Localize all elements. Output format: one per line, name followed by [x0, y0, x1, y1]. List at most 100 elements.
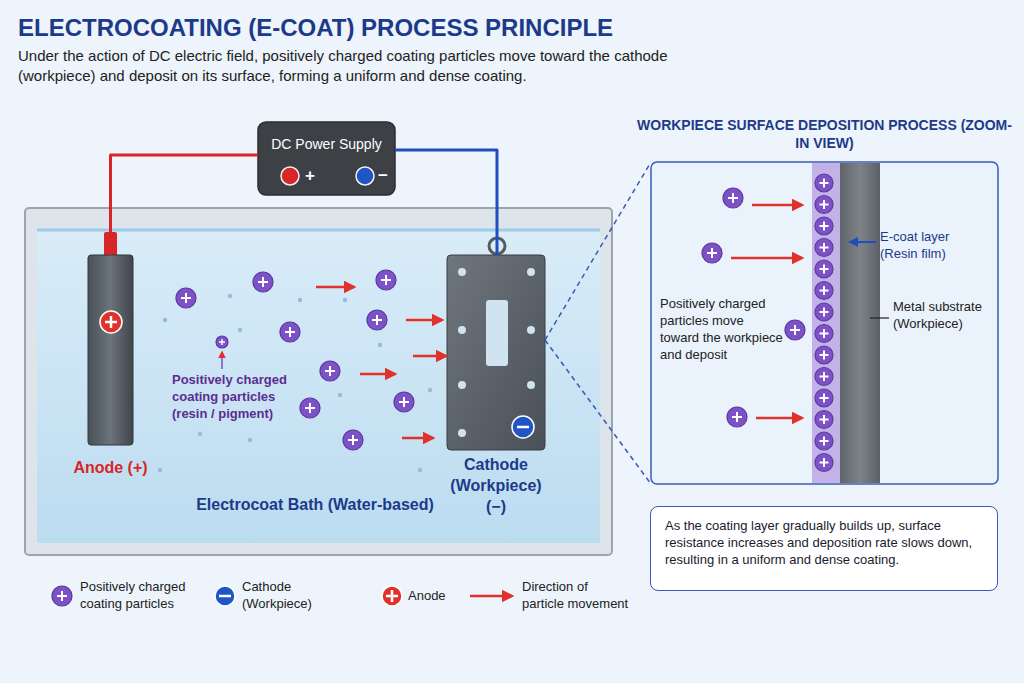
- anode-plate: Anode (+): [88, 255, 133, 445]
- particle-circle: [280, 322, 300, 342]
- charged-particle: [343, 430, 363, 450]
- bubble-dot: [248, 438, 252, 442]
- plus-sign-symbol: [258, 277, 268, 287]
- plus-sign-symbol: [820, 351, 829, 360]
- node-text: As the coating layer gradually builds up…: [665, 518, 983, 569]
- node-text: DC Power Supply: [258, 135, 395, 153]
- particle-circle: [815, 239, 833, 257]
- plus-sign-symbol: [305, 403, 315, 413]
- plus-sign-symbol: [790, 325, 800, 335]
- plus-sign-symbol: [285, 327, 295, 337]
- liquid-surface: [37, 229, 600, 232]
- charged-particle: [815, 217, 833, 235]
- bubble-dot: [228, 294, 232, 298]
- layer-label: E-coat layer (Resin film): [880, 229, 974, 263]
- anode-plate: [88, 255, 133, 445]
- plus-sign-symbol: [820, 308, 829, 317]
- charged-particle: [815, 368, 833, 386]
- particle-circle: [216, 336, 228, 348]
- charged-particle: [52, 586, 72, 606]
- particle-circle: [815, 432, 833, 450]
- charged-particle: [815, 411, 833, 429]
- minus-sign-symbol: [219, 595, 231, 598]
- zoom-guide-line: [545, 340, 651, 484]
- bubble-dot: [428, 388, 432, 392]
- bubble-dot: [338, 393, 342, 397]
- movement-arrow: [316, 286, 354, 289]
- particle-circle: [723, 188, 743, 208]
- illustration-part: [458, 326, 466, 334]
- charged-particle: [815, 196, 833, 214]
- bath-liquid: [37, 230, 600, 543]
- bubble-dot: [378, 343, 382, 347]
- electrocoat-tank: Electrocoat Bath (Water-based)Anode (+)C…: [25, 208, 612, 555]
- plus-sign-symbol: [820, 437, 829, 446]
- particle-circle: [343, 430, 363, 450]
- legend-text: Positively charged coating particles: [80, 579, 198, 613]
- bubble-dot: [238, 328, 242, 332]
- particle-circle: [815, 303, 833, 321]
- bubble-dot: [298, 298, 302, 302]
- movement-arrow: [752, 204, 802, 207]
- plus-sign-symbol: [820, 458, 829, 467]
- legend-arrow-symbol: [470, 595, 512, 598]
- positive-wire: [111, 155, 259, 255]
- plus-sign-symbol: [219, 339, 225, 345]
- legend-anode-symbol: [382, 586, 402, 606]
- bubble-dot: [163, 318, 167, 322]
- particle-circle: [702, 243, 722, 263]
- metal-substrate: [840, 163, 880, 483]
- plus-sign-symbol: [820, 329, 829, 338]
- particle-circle: [727, 407, 747, 427]
- particle-circle: [300, 398, 320, 418]
- leader-line: [870, 317, 889, 318]
- bubble-dot: [198, 432, 202, 436]
- node-text: WORKPIECE SURFACE DEPOSITION PROCESS (ZO…: [636, 116, 1013, 152]
- anode-symbol: [100, 311, 122, 333]
- particle-circle: [785, 320, 805, 340]
- power-supply-box: DC Power Supply+−: [258, 122, 395, 195]
- movement-arrow: [402, 437, 433, 440]
- plus-sign-symbol: [820, 265, 829, 274]
- movement-arrow: [756, 417, 802, 420]
- plus-sign-symbol: [372, 315, 382, 325]
- charged-particle: [815, 432, 833, 450]
- plus-sign-symbol: [820, 243, 829, 252]
- charged-particle: [320, 361, 340, 381]
- plate-holes: [458, 268, 535, 437]
- negative-terminal: [356, 167, 374, 185]
- deposition-note: Positively charged particles move toward…: [660, 296, 783, 364]
- plus-sign-symbol: [399, 397, 409, 407]
- charged-particle: [176, 288, 196, 308]
- plus-sign-symbol: [820, 200, 829, 209]
- legend-text: Direction of particle movement: [522, 579, 632, 613]
- negative-wire: [395, 150, 497, 255]
- plus-sign-symbol: [820, 372, 829, 381]
- particle-label: Positively charged coating particles (re…: [172, 372, 296, 423]
- charged-particle: [216, 336, 228, 348]
- zoom-panel-frame: [651, 162, 998, 484]
- charged-particle: [702, 243, 722, 263]
- plus-sign-symbol: [728, 193, 738, 203]
- legend-text: Cathode (Workpiece): [242, 579, 332, 613]
- caption: Under the action of DC electric field, p…: [18, 46, 668, 87]
- particle-circle: [815, 454, 833, 472]
- particle-circle: [815, 260, 833, 278]
- charged-particle: [815, 389, 833, 407]
- charged-particle: [376, 270, 396, 290]
- particle-circle: [815, 174, 833, 192]
- charged-particle: [815, 454, 833, 472]
- illustration-part: [527, 326, 535, 334]
- particle-circle: [815, 368, 833, 386]
- charged-particle: [300, 398, 320, 418]
- charged-particle: [785, 320, 805, 340]
- charged-particle: [815, 282, 833, 300]
- particle-circle: [815, 325, 833, 343]
- charged-particle: [815, 325, 833, 343]
- positive-terminal: [281, 167, 299, 185]
- node-text: Electrocoat Bath (Water-based): [165, 495, 465, 516]
- note-box: As the coating layer gradually builds up…: [650, 506, 998, 591]
- charged-particle: [367, 310, 387, 330]
- leader-arrow: [850, 241, 876, 243]
